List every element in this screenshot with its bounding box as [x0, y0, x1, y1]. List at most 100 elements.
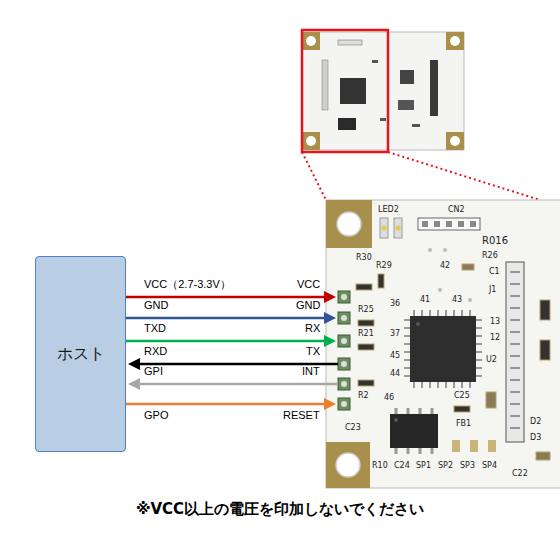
silkscreen-label: C22 — [512, 470, 528, 478]
ic-chip — [390, 414, 438, 448]
gpo-wire — [126, 403, 326, 406]
arrowhead — [324, 312, 336, 324]
pin-header — [322, 60, 328, 110]
signal-label: GPO — [144, 409, 168, 422]
pin-pad — [338, 312, 350, 324]
smd-part — [372, 60, 378, 63]
mount-pad — [446, 32, 464, 50]
silkscreen-label: C25 — [454, 392, 470, 400]
signal-label: GND — [144, 299, 168, 312]
mount-hole — [306, 136, 316, 146]
connector — [430, 60, 438, 116]
pin-hole — [341, 361, 347, 367]
silkscreen-label: D3 — [530, 434, 541, 442]
mount-hole — [336, 453, 360, 477]
pin-pad — [338, 358, 350, 370]
signal-label: GPI — [144, 365, 163, 378]
via — [443, 248, 447, 252]
mount-pad — [302, 132, 320, 150]
silkscreen-label: C23 — [345, 424, 361, 432]
led-lens — [382, 226, 387, 231]
arrowhead — [324, 291, 336, 303]
pin-label: TX — [306, 345, 320, 358]
silkscreen-label: LED2 — [378, 206, 399, 214]
header-pin — [458, 221, 464, 227]
pin1-mark — [394, 418, 398, 422]
silkscreen-label: C24 — [394, 462, 410, 470]
silkscreen-label: 44 — [390, 370, 400, 378]
resistor — [358, 380, 374, 386]
header-pin — [422, 221, 428, 227]
silkscreen-label: R21 — [358, 330, 374, 338]
capacitor — [536, 452, 550, 460]
host-box: ホスト — [35, 256, 126, 452]
silkscreen-label: FB1 — [456, 420, 471, 428]
fpc-connector — [506, 262, 524, 442]
solder-pad — [452, 440, 460, 452]
node-label: ホスト — [57, 344, 105, 365]
arrowhead — [128, 378, 140, 390]
via — [428, 248, 432, 252]
silkscreen-label: R29 — [376, 262, 392, 270]
silkscreen-label: 42 — [440, 262, 450, 270]
silkscreen-label: SP4 — [482, 462, 497, 470]
mount-pad — [326, 200, 372, 248]
silkscreen-label: 45 — [390, 352, 400, 360]
rxd-wire — [138, 363, 338, 366]
pin-header — [418, 218, 480, 230]
smd-part — [412, 124, 420, 127]
silkscreen-label: R10 — [372, 462, 388, 470]
diode — [540, 300, 550, 320]
silkscreen-label: CN2 — [448, 206, 465, 214]
pin-pad — [338, 398, 350, 410]
ic-chip — [410, 316, 476, 382]
silkscreen-label: SP1 — [416, 462, 431, 470]
resistor — [358, 344, 374, 350]
silkscreen-label: R26 — [482, 252, 498, 260]
solder-pad — [470, 440, 478, 452]
arrowhead — [324, 335, 336, 347]
pin-pad — [338, 335, 350, 347]
silkscreen-label: R016 — [482, 236, 508, 246]
mount-hole — [450, 136, 460, 146]
solder-pad — [488, 440, 496, 452]
arrowhead — [128, 358, 140, 370]
ic-chip — [338, 118, 356, 130]
silkscreen-label: R2 — [358, 392, 369, 400]
silkscreen-label: C1 — [489, 268, 500, 276]
ic-chip — [398, 100, 414, 110]
gpi-wire — [138, 383, 338, 386]
pin-hole — [341, 338, 347, 344]
mount-hole — [337, 212, 361, 236]
header-pin — [446, 221, 452, 227]
thumbnail-board — [302, 32, 464, 150]
caution-note: ※VCC以上の電圧を印加しないでください — [0, 500, 560, 519]
led-lens — [396, 226, 401, 231]
zoom-frame — [302, 30, 388, 152]
silkscreen-label: 43 — [452, 296, 462, 304]
mount-hole — [306, 36, 316, 46]
ic-chip — [340, 78, 366, 104]
pin-label: RESET — [283, 409, 320, 422]
pin-label: GND — [296, 299, 320, 312]
capacitor — [462, 264, 474, 270]
ferrite-bead — [454, 406, 470, 412]
via — [438, 288, 442, 292]
pin-label: RX — [305, 322, 320, 335]
arrowhead — [324, 398, 336, 410]
led — [380, 218, 388, 238]
gnd-wire — [126, 317, 326, 320]
pin-label: VCC — [297, 278, 320, 291]
led — [394, 218, 402, 238]
capacitor — [486, 392, 496, 408]
silkscreen-label: U2 — [486, 356, 497, 364]
resistor — [358, 320, 374, 326]
silkscreen-label: 41 — [420, 296, 430, 304]
resistor — [378, 274, 384, 288]
pcb-board — [326, 200, 560, 488]
resistor — [356, 284, 372, 290]
silkscreen-label: 37 — [390, 330, 400, 338]
signal-label: RXD — [144, 345, 167, 358]
txd-wire — [126, 340, 326, 343]
zoom-leader — [302, 152, 326, 200]
